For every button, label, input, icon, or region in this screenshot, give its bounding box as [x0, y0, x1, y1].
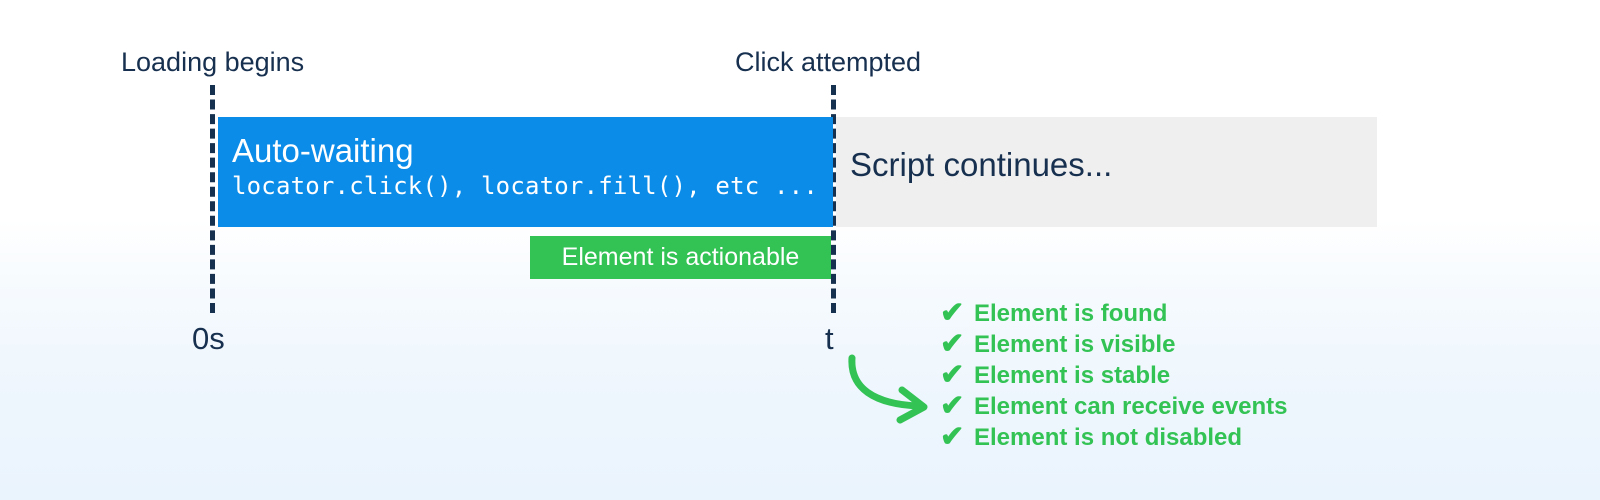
check-icon: ✔ [940, 297, 965, 329]
list-item-label: Element can receive events [974, 393, 1288, 420]
marker-label-loading-begins: Loading begins [121, 47, 305, 77]
list-item: ✔ Element is visible [940, 329, 1288, 360]
actionability-checklist: ✔ Element is found ✔ Element is visible … [940, 298, 1288, 453]
list-item: ✔ Element is found [940, 298, 1288, 329]
check-icon: ✔ [940, 359, 965, 391]
list-item: ✔ Element is not disabled [940, 422, 1288, 453]
list-item: ✔ Element is stable [940, 360, 1288, 391]
check-icon: ✔ [940, 328, 965, 360]
time-axis-caption-t: t [825, 321, 834, 356]
check-icon: ✔ [940, 421, 965, 453]
list-item-label: Element is found [974, 300, 1168, 327]
curved-arrow-icon [848, 354, 928, 424]
timeline-marker-click-dashed-line [831, 85, 836, 313]
phase-bar-script-continues-title: Script continues... [850, 146, 1113, 183]
check-icon: ✔ [940, 390, 965, 422]
status-badge-element-is-actionable: Element is actionable [530, 236, 831, 279]
phase-bar-auto-waiting-title: Auto-waiting [232, 132, 414, 169]
phase-bar-auto-waiting-code: locator.click(), locator.fill(), etc ... [232, 172, 818, 200]
phase-bar-auto-waiting: Auto-waiting locator.click(), locator.fi… [218, 117, 833, 227]
list-item: ✔ Element can receive events [940, 391, 1288, 422]
phase-bar-script-continues: Script continues... [836, 117, 1377, 227]
list-item-label: Element is stable [974, 362, 1171, 389]
timeline-marker-start-dashed-line [210, 85, 215, 313]
time-axis-caption-zero: 0s [192, 321, 225, 356]
marker-label-click-attempted: Click attempted [735, 47, 922, 77]
list-item-label: Element is not disabled [974, 424, 1243, 451]
list-item-label: Element is visible [974, 331, 1176, 358]
